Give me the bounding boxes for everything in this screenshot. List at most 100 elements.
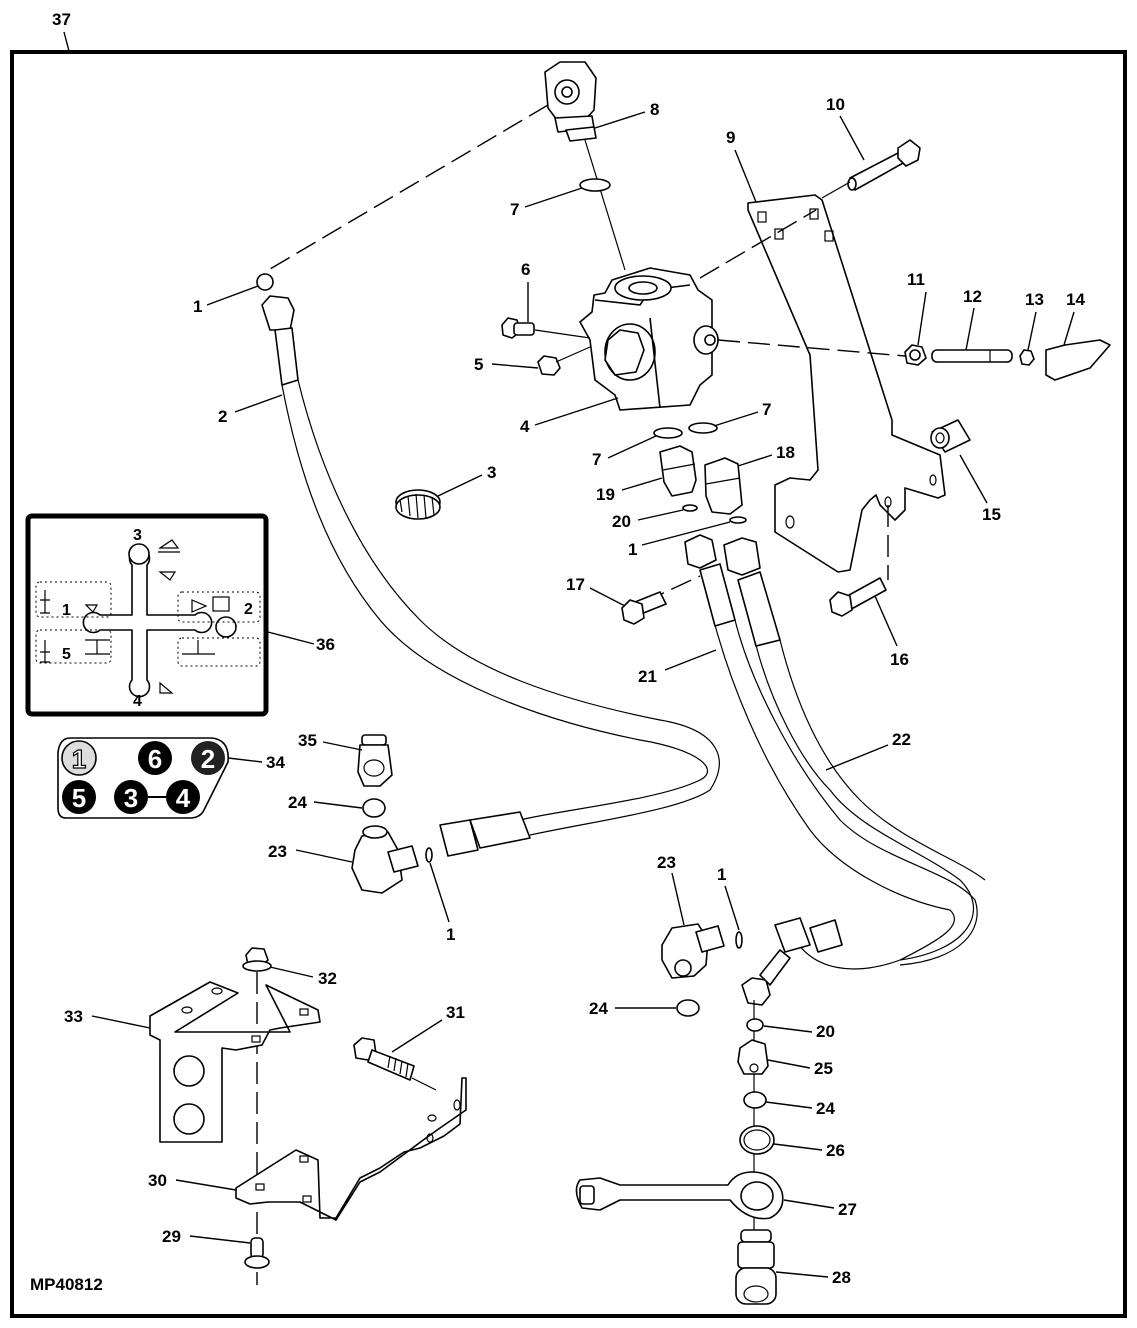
part-21-hose-outline-a bbox=[714, 624, 955, 970]
assembly-line-6 bbox=[534, 329, 591, 339]
part-18-fitting bbox=[704, 457, 743, 515]
part-29-stud bbox=[244, 1237, 270, 1269]
leader-24-lower bbox=[765, 1101, 813, 1109]
leader-15 bbox=[959, 454, 988, 504]
leader-18 bbox=[737, 454, 773, 467]
callout-16: 16 bbox=[890, 650, 909, 669]
part-36-control-pattern-decal bbox=[25, 513, 269, 717]
callout-24-right-single: 24 bbox=[589, 999, 608, 1018]
callout-27: 27 bbox=[838, 1200, 857, 1219]
assembly-line-8-to-4 bbox=[584, 139, 626, 271]
callout-15: 15 bbox=[982, 505, 1001, 524]
part-27-link-bar bbox=[575, 1171, 784, 1220]
callout-24-left: 24 bbox=[288, 793, 307, 812]
callout-30: 30 bbox=[148, 1171, 167, 1190]
port-badge-label-5: 5 bbox=[72, 783, 86, 813]
assembly-line-4-to-9 bbox=[699, 209, 817, 279]
port-badge-5 bbox=[62, 780, 96, 814]
part-1-o-ring-top bbox=[256, 273, 274, 291]
decal-position-2: 2 bbox=[244, 601, 253, 618]
leader-17 bbox=[589, 587, 626, 607]
part-26-retaining-ring bbox=[739, 1125, 775, 1155]
leader-8 bbox=[594, 111, 646, 129]
leader-20-mid bbox=[637, 509, 684, 521]
callout-23-right: 23 bbox=[657, 853, 676, 872]
leader-20-lower bbox=[763, 1025, 813, 1033]
part-14-knob bbox=[1045, 339, 1111, 381]
assembly-line-5 bbox=[555, 346, 591, 363]
part-1-o-ring-right bbox=[735, 931, 743, 949]
leader-35 bbox=[322, 741, 363, 751]
callout-31: 31 bbox=[446, 1003, 465, 1022]
callout-10: 10 bbox=[826, 95, 845, 114]
callout-11: 11 bbox=[907, 270, 925, 289]
leader-11 bbox=[917, 291, 927, 346]
leader-14 bbox=[1063, 311, 1075, 346]
leader-7-right bbox=[713, 411, 759, 427]
callout-8: 8 bbox=[650, 100, 659, 119]
part-8-elbow-fitting bbox=[544, 61, 597, 142]
callout-3: 3 bbox=[487, 463, 496, 482]
part-24-o-ring-left bbox=[362, 798, 386, 818]
callout-23-left: 23 bbox=[268, 842, 287, 861]
leader-19 bbox=[621, 477, 663, 491]
part-1-o-ring-mid bbox=[729, 516, 747, 524]
callout-26: 26 bbox=[826, 1141, 845, 1160]
leader-1-mid bbox=[641, 521, 731, 546]
callout-7-right: 7 bbox=[762, 400, 771, 419]
callout-17: 17 bbox=[566, 575, 585, 594]
part-34-port-decal bbox=[57, 737, 229, 819]
part-31-bolt bbox=[353, 1037, 415, 1081]
leader-9 bbox=[734, 149, 757, 203]
callout-35: 35 bbox=[298, 731, 317, 750]
part-23-elbow-right bbox=[661, 923, 725, 979]
callout-29: 29 bbox=[162, 1227, 181, 1246]
callout-20-mid: 20 bbox=[612, 512, 631, 531]
callout-6: 6 bbox=[521, 260, 530, 279]
port-badge-label-1: 1 bbox=[72, 744, 86, 774]
part-6-bolt bbox=[501, 317, 535, 339]
part-22-hose-outline-a bbox=[755, 644, 975, 961]
leader-33 bbox=[91, 1015, 151, 1029]
callout-21: 21 bbox=[638, 667, 657, 686]
callout-22: 22 bbox=[892, 730, 911, 749]
assembly-frame bbox=[10, 50, 1127, 1318]
leader-1-top bbox=[206, 285, 259, 306]
part-24-o-ring-right-single bbox=[676, 999, 700, 1017]
callout-1-lower: 1 bbox=[446, 925, 455, 944]
decal-position-4: 4 bbox=[133, 693, 142, 710]
leader-30 bbox=[175, 1179, 237, 1191]
part-25-adapter bbox=[737, 1039, 769, 1075]
callout-1-mid: 1 bbox=[628, 540, 637, 559]
callout-14: 14 bbox=[1066, 290, 1085, 309]
callout-7-left: 7 bbox=[592, 450, 601, 469]
part-23-elbow-left bbox=[351, 825, 419, 894]
callout-24-lower: 24 bbox=[816, 1099, 835, 1118]
assembly-line-8-to-1 bbox=[264, 104, 549, 273]
decal-position-1: 1 bbox=[62, 602, 71, 619]
part-17-bolt bbox=[621, 591, 667, 625]
leader-4 bbox=[534, 397, 619, 426]
leader-12 bbox=[965, 307, 975, 351]
callout-32: 32 bbox=[318, 969, 337, 988]
leader-25 bbox=[767, 1059, 811, 1069]
callout-1-right: 1 bbox=[717, 865, 726, 884]
part-4-valve-body bbox=[579, 267, 719, 411]
leader-2 bbox=[234, 394, 283, 413]
part-28-quick-coupler bbox=[735, 1229, 777, 1305]
port-badge-1 bbox=[61, 740, 97, 776]
leader-27 bbox=[783, 1199, 835, 1209]
part-12-pin bbox=[931, 349, 1013, 363]
part-7-o-ring-top bbox=[579, 178, 611, 192]
leader-3 bbox=[437, 474, 483, 497]
callout-20-lower: 20 bbox=[816, 1022, 835, 1041]
callout-12: 12 bbox=[963, 287, 982, 306]
part-10-bolt bbox=[847, 139, 921, 191]
figure-id-label: MP40812 bbox=[30, 1275, 103, 1294]
assembly-line-31 bbox=[411, 1077, 437, 1091]
callout-34: 34 bbox=[266, 753, 285, 772]
part-2-hose bbox=[261, 295, 720, 857]
callout-2: 2 bbox=[218, 407, 227, 426]
leader-16 bbox=[874, 595, 898, 647]
callout-25: 25 bbox=[814, 1059, 833, 1078]
